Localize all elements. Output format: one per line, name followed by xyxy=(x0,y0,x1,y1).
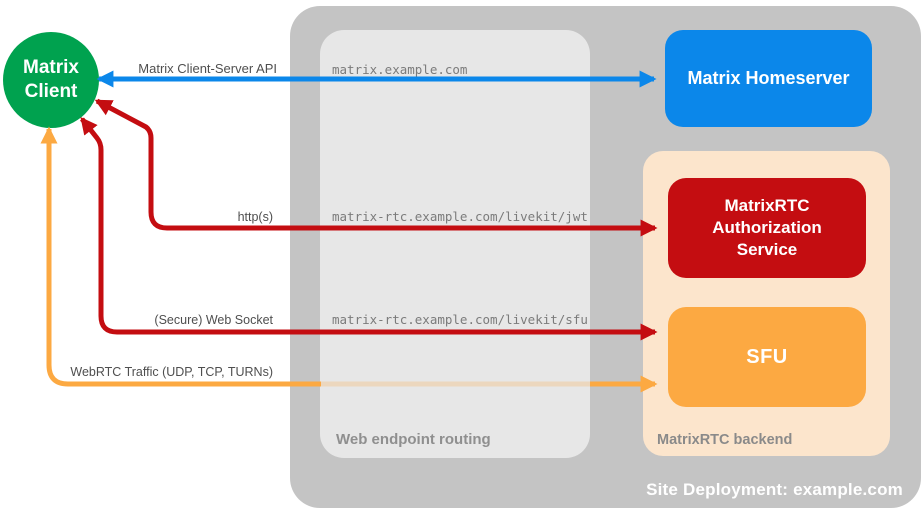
web-endpoint-routing-box: matrix.example.com matrix-rtc.example.co… xyxy=(320,30,590,458)
endpoint-livekit-sfu: matrix-rtc.example.com/livekit/sfu xyxy=(332,312,588,327)
webrtc-traffic-arrow xyxy=(40,126,321,387)
client-server-api-label: Matrix Client-Server API xyxy=(138,61,277,76)
site-deployment-label: Site Deployment: example.com xyxy=(646,480,903,499)
websocket-label: (Secure) Web Socket xyxy=(154,313,273,327)
matrixrtc-backend-label: MatrixRTC backend xyxy=(657,432,793,448)
endpoint-livekit-jwt: matrix-rtc.example.com/livekit/jwt xyxy=(332,209,588,224)
matrixrtc-authorization-service-node: MatrixRTC Authorization Service xyxy=(668,178,866,278)
endpoint-matrix-domain: matrix.example.com xyxy=(332,62,468,77)
webrtc-traffic-label: WebRTC Traffic (UDP, TCP, TURNs) xyxy=(70,365,273,379)
sfu-node: SFU xyxy=(668,307,866,407)
matrix-homeserver-node: Matrix Homeserver xyxy=(665,30,872,127)
https-label: http(s) xyxy=(237,210,273,224)
web-endpoint-routing-label: Web endpoint routing xyxy=(336,431,491,448)
matrix-client-node: Matrix Client xyxy=(3,32,99,128)
